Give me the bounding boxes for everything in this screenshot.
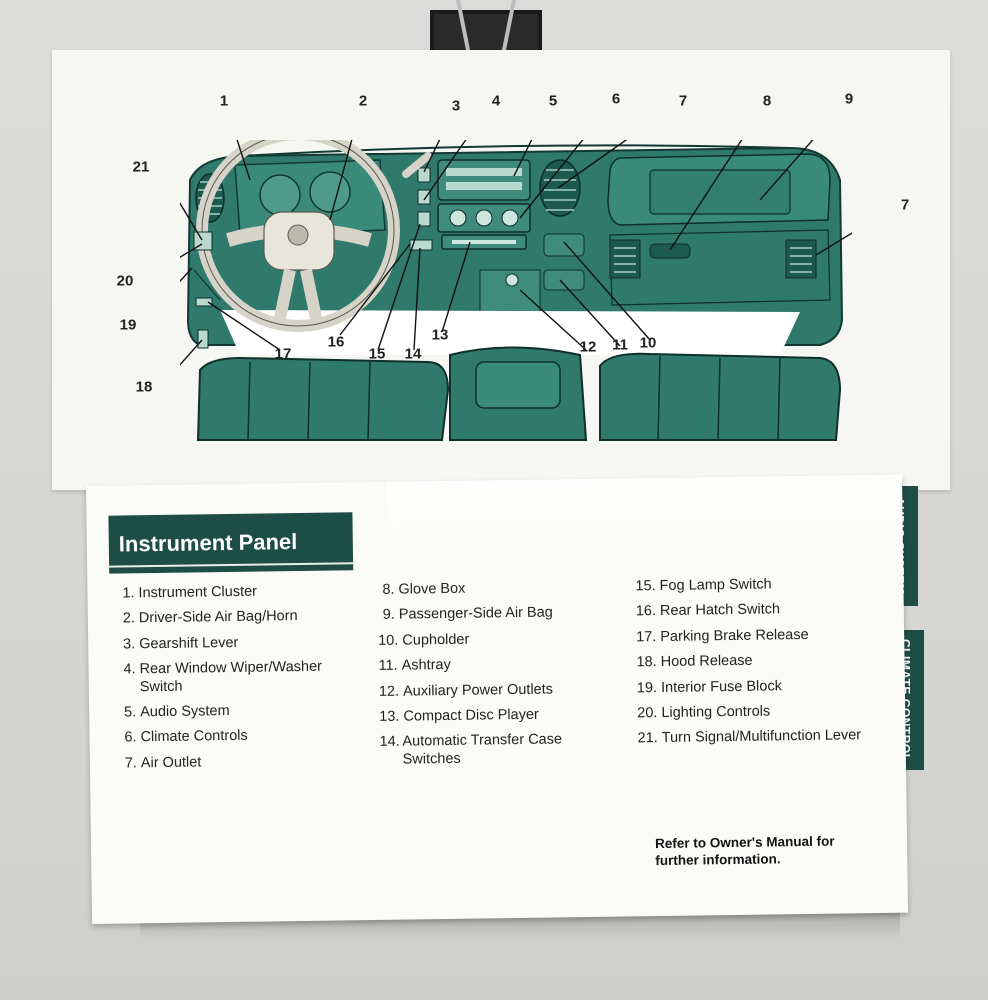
legend-item-number: 2. [122, 610, 135, 627]
callout-number: 9 [844, 90, 854, 108]
legend-item-number: 11. [378, 657, 398, 675]
legend-item-label: Audio System [140, 702, 230, 721]
callout-number: 15 [368, 345, 386, 363]
legend-item: 20.Lighting Controls [637, 702, 877, 723]
legend-item-label: Compact Disc Player [403, 706, 539, 725]
legend-item: 7.Air Outlet [120, 752, 360, 773]
legend-item: 8.Glove Box [377, 579, 607, 600]
callout-number: 2 [358, 92, 368, 110]
callout-number: 18 [135, 378, 153, 396]
legend-item: 21.Turn Signal/Multifunction Lever [637, 727, 877, 748]
legend-item: 11.Ashtray [378, 655, 608, 676]
callout-number: 14 [404, 345, 422, 363]
callout-number: 5 [548, 92, 558, 110]
callout-number: 11 [612, 336, 628, 354]
legend-item-number: 13. [379, 708, 400, 725]
legend-item-label: Passenger-Side Air Bag [398, 604, 553, 624]
legend-item-label: Rear Hatch Switch [659, 601, 781, 620]
legend-item-number: 4. [123, 661, 136, 678]
legend-item-number: 21. [637, 730, 658, 747]
page-title: Instrument Panel [108, 512, 354, 574]
callout-number: 8 [762, 92, 772, 110]
legend-item: 6.Climate Controls [119, 727, 359, 748]
legend-item: 2.Driver-Side Air Bag/Horn [118, 608, 358, 629]
callout-number: 4 [491, 92, 501, 110]
callout-number: 20 [116, 272, 134, 290]
legend-item-label: Air Outlet [140, 754, 202, 771]
legend-item-number: 3. [123, 636, 136, 653]
legend-item-label: Auxiliary Power Outlets [402, 681, 554, 700]
callout-number: 16 [327, 333, 345, 351]
legend-item-label: Climate Controls [140, 728, 248, 746]
legend-item: 9.Passenger-Side Air Bag [378, 604, 608, 625]
callout-number: 3 [451, 97, 461, 115]
legend-item: 10.Cupholder [378, 630, 608, 651]
callout-number: 7 [678, 92, 688, 110]
legend-item-number: 10. [378, 632, 399, 649]
legend-item-label: Rear Window Wiper/Washer Switch [139, 658, 323, 695]
legend-item-number: 6. [124, 729, 137, 746]
legend-item-number: 9. [382, 607, 395, 624]
page-gloss [385, 474, 904, 572]
callout-number: 17 [274, 345, 292, 363]
legend-item-number: 12. [378, 683, 400, 700]
legend-item: 16.Rear Hatch Switch [636, 600, 876, 621]
legend-item-number: 5. [123, 704, 137, 721]
legend-item-label: Driver-Side Air Bag/Horn [138, 608, 298, 627]
legend-item-number: 19. [636, 679, 658, 696]
legend-item: 4.Rear Window Wiper/Washer Switch [118, 658, 358, 696]
legend-item-label: Automatic Transfer Case Switches [402, 731, 563, 768]
legend-item-label: Fog Lamp Switch [659, 576, 772, 594]
callout-number: 7 [900, 196, 910, 214]
legend-item-number: 16. [635, 603, 657, 620]
legend-item-label: Parking Brake Release [660, 626, 809, 645]
legend-item: 5.Audio System [119, 701, 359, 722]
legend-item-number: 18. [636, 654, 657, 671]
callout-number: 12 [579, 338, 597, 356]
legend-item: 13.Compact Disc Player [379, 706, 609, 727]
legend-item-number: 8. [382, 581, 395, 598]
callout-number: 10 [639, 334, 657, 352]
legend-item: 14.Automatic Transfer Case Switches [379, 731, 609, 769]
legend-item-label: Lighting Controls [661, 703, 771, 721]
legend-item: 17.Parking Brake Release [636, 626, 876, 647]
legend-item-number: 20. [637, 704, 658, 722]
legend-item: 15.Fog Lamp Switch [635, 575, 875, 596]
legend-item-number: 14. [379, 733, 400, 751]
owners-manual-note: Refer to Owner's Manual for further info… [654, 833, 835, 868]
callout-number: 1 [219, 92, 229, 110]
legend-item: 19.Interior Fuse Block [637, 677, 877, 698]
legend-item-number: 7. [124, 755, 137, 772]
legend-item: 12.Auxiliary Power Outlets [379, 680, 609, 701]
dashboard-diagram [180, 140, 852, 441]
legend-item: 3.Gearshift Lever [118, 633, 358, 654]
legend-item-number: 15. [635, 578, 656, 595]
callout-number: 13 [431, 326, 449, 344]
legend-item-label: Glove Box [398, 580, 466, 598]
legend-item-label: Interior Fuse Block [660, 677, 783, 696]
legend-item-label: Ashtray [401, 657, 451, 674]
legend-item: 18.Hood Release [636, 651, 876, 672]
callout-number: 19 [119, 316, 137, 334]
callout-number: 21 [132, 158, 150, 176]
legend-item-label: Instrument Cluster [138, 583, 258, 602]
legend-item: 1.Instrument Cluster [117, 582, 357, 603]
legend-item-label: Turn Signal/Multifunction Lever [661, 727, 862, 747]
legend-item-label: Hood Release [660, 652, 753, 671]
callout-number: 6 [611, 90, 621, 108]
legend-item-label: Cupholder [402, 631, 470, 649]
legend-item-label: Gearshift Lever [139, 634, 239, 653]
legend-item-number: 1. [122, 585, 135, 602]
legend-item-number: 17. [636, 628, 657, 646]
